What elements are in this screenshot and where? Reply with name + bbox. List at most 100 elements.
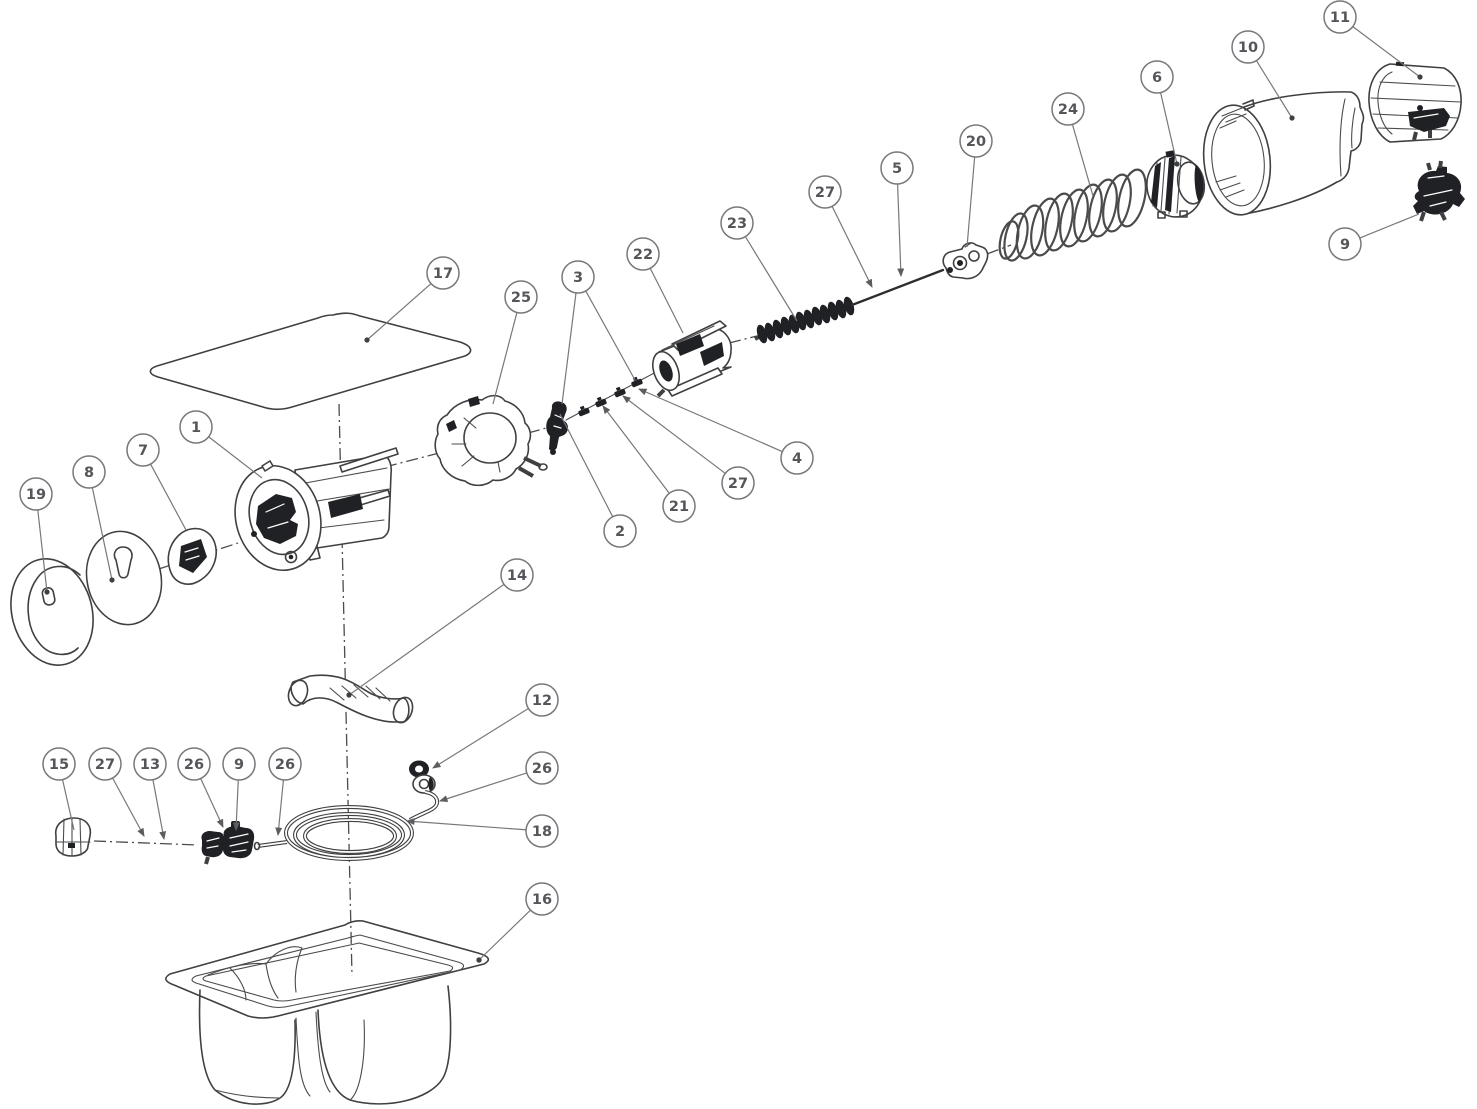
- leader-line-10: [1256, 60, 1293, 119]
- leader-dot-10: [1289, 115, 1295, 121]
- callout-balloon-27-18: 27: [721, 466, 755, 500]
- callout-number: 26: [184, 757, 204, 773]
- part-8-disc-drawing: [85, 530, 163, 626]
- part-14-saddle-bracket-drawing: [287, 674, 414, 724]
- leader-line-11: [1352, 26, 1421, 78]
- callout-number: 9: [1340, 237, 1350, 253]
- callout-balloon-4-17: 4: [780, 441, 814, 475]
- callout-number: 10: [1238, 40, 1258, 56]
- callout-number: 22: [633, 247, 653, 263]
- leader-line-16: [478, 910, 531, 961]
- leader-line-7: [150, 464, 187, 531]
- callout-balloon-24-8: 24: [1051, 92, 1085, 126]
- callout-number: 18: [532, 824, 552, 840]
- part-3-lever-drawing: [546, 401, 569, 455]
- callout-number: 26: [532, 761, 552, 777]
- part-6-end-cap-drawing: [1146, 150, 1206, 219]
- callout-balloon-8-15: 8: [72, 455, 106, 489]
- leader-line-5: [897, 184, 905, 277]
- callout-number: 8: [84, 465, 94, 481]
- part-12-grommet-drawing: [409, 760, 436, 794]
- callout-balloon-2-20: 2: [603, 514, 637, 548]
- callout-number: 3: [573, 270, 583, 286]
- part-15-cap-drawing: [54, 817, 92, 857]
- callout-balloon-27-5: 27: [808, 175, 842, 209]
- part-24-spring-drawing: [998, 168, 1147, 262]
- callout-number: 5: [892, 161, 902, 177]
- leader-dot-6: [1174, 161, 1180, 167]
- callout-number: 25: [511, 290, 531, 306]
- leader-line-14: [348, 584, 504, 696]
- callout-balloon-20-7: 20: [959, 124, 993, 158]
- callout-balloon-14-21: 14: [500, 558, 534, 592]
- callout-balloon-25-1: 25: [504, 280, 538, 314]
- callout-balloon-27-27: 27: [88, 747, 122, 781]
- callout-number: 1: [191, 420, 201, 436]
- callout-balloon-21-19: 21: [662, 489, 696, 523]
- part-10-housing-cup-drawing: [1202, 91, 1365, 216]
- callout-number: 27: [815, 185, 835, 201]
- leader-dot-16: [476, 957, 482, 963]
- callout-balloon-12-22: 12: [525, 683, 559, 717]
- leader-line-26: [439, 772, 527, 803]
- part-9-latch-dog-drawing: [1413, 160, 1465, 222]
- callout-number: 15: [49, 757, 69, 773]
- leader-line-9: [1360, 213, 1420, 239]
- leader-line-27: [112, 778, 145, 837]
- part-19-spiral-washer-drawing: [10, 558, 94, 666]
- leader-line-15: [62, 779, 75, 831]
- leader-line-3: [585, 291, 636, 381]
- callout-balloon-26-31: 26: [268, 747, 302, 781]
- callout-number: 26: [275, 757, 295, 773]
- callout-balloon-1-13: 1: [179, 410, 213, 444]
- leader-line-21: [602, 405, 670, 494]
- leader-dot-19: [44, 589, 50, 595]
- part-25-gear-flange-drawing: [434, 394, 548, 487]
- callout-balloon-3-2: 3: [561, 260, 595, 294]
- callout-balloon-9-30: 9: [222, 747, 256, 781]
- callout-balloon-17-0: 17: [426, 256, 460, 290]
- callout-balloon-13-28: 13: [133, 747, 167, 781]
- part-5-shaft-rod-drawing: [850, 268, 945, 307]
- callout-balloon-18-24: 18: [525, 814, 559, 848]
- callout-balloon-23-4: 23: [720, 206, 754, 240]
- part-11-latch-sleeve-drawing: [1368, 61, 1462, 143]
- part-23-spring-drawing: [754, 296, 855, 344]
- callout-number: 19: [26, 487, 46, 503]
- leader-line-27: [622, 395, 726, 474]
- leader-line-26: [275, 780, 284, 836]
- callout-number: 13: [140, 757, 160, 773]
- leader-line-1: [208, 436, 263, 479]
- leader-line-27: [831, 206, 873, 288]
- callout-number: 23: [727, 216, 747, 232]
- callout-number: 17: [433, 266, 453, 282]
- leader-dot-8: [109, 577, 115, 583]
- callout-number: 27: [728, 476, 748, 492]
- callout-number: 6: [1152, 70, 1162, 86]
- leader-line-3: [561, 293, 577, 405]
- callout-number: 12: [532, 693, 552, 709]
- leader-line-9: [232, 780, 240, 831]
- callout-balloon-10-10: 10: [1231, 30, 1265, 64]
- callout-balloons: 1725322232752024610119178194272121412261…: [19, 0, 1362, 916]
- leader-line-18: [406, 818, 526, 831]
- callout-balloon-15-26: 15: [42, 747, 76, 781]
- callout-number: 9: [234, 757, 244, 773]
- callout-leader-lines: [37, 26, 1423, 963]
- leader-line-19: [37, 510, 48, 593]
- callout-balloon-9-12: 9: [1328, 227, 1362, 261]
- callout-balloon-5-6: 5: [880, 151, 914, 185]
- leader-line-24: [1071, 124, 1094, 197]
- leader-line-4: [638, 388, 783, 452]
- leader-line-8: [91, 488, 113, 581]
- callout-balloon-6-9: 6: [1140, 60, 1174, 94]
- leader-line-2: [559, 413, 614, 517]
- callout-number: 4: [792, 451, 802, 467]
- leader-line-20: [966, 157, 976, 248]
- callout-number: 27: [95, 757, 115, 773]
- leader-line-6: [1160, 92, 1178, 165]
- callout-balloon-7-14: 7: [126, 433, 160, 467]
- callout-number: 16: [532, 892, 552, 908]
